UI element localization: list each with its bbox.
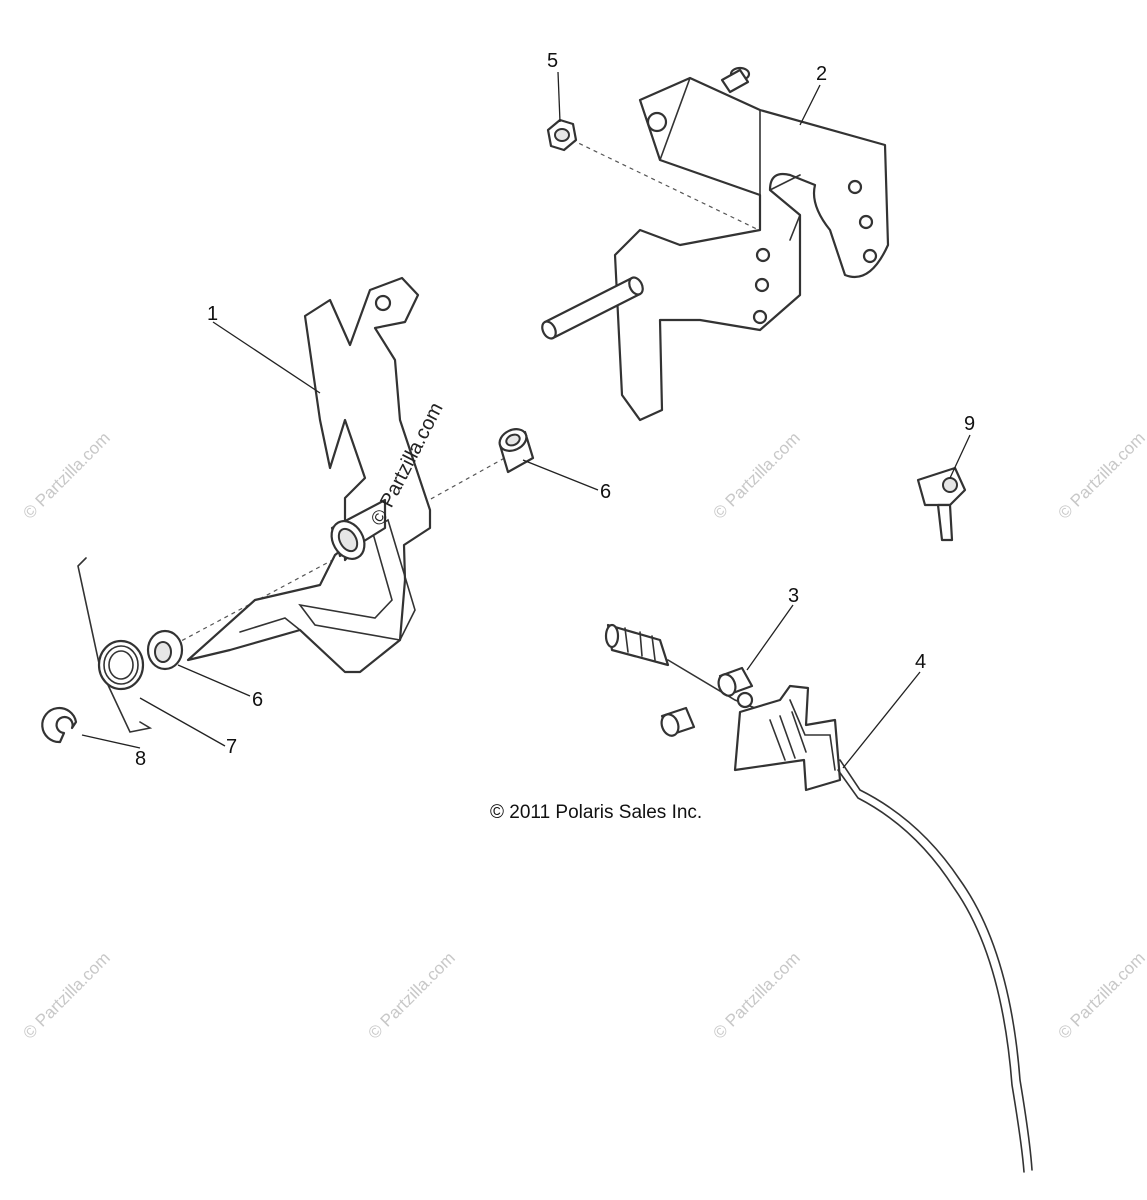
part-7-torsion-spring (77, 557, 153, 733)
callout-8: 8 (135, 748, 146, 770)
part-5-nut (546, 118, 578, 152)
part-1-pedal-lever (186, 276, 432, 674)
watermark: © Partzilla.com (19, 948, 113, 1042)
part-8-e-clip (41, 706, 78, 744)
watermark: © Partzilla.com (1054, 948, 1147, 1042)
callout-1: 1 (207, 303, 218, 325)
watermark: © Partzilla.com (364, 948, 458, 1042)
part-4-cable-assembly (604, 623, 1033, 1173)
watermark: © Partzilla.com (1054, 428, 1147, 522)
callouts: 1 2 3 4 5 6 6 7 8 9 (135, 50, 975, 770)
watermark-grid: © Partzilla.com © Partzilla.com © Partzi… (19, 428, 1147, 1042)
leader-lines (81, 71, 971, 769)
copyright-notice: © 2011 Polaris Sales Inc. (490, 802, 702, 823)
callout-6-upper: 6 (600, 481, 611, 503)
watermark: © Partzilla.com (709, 948, 803, 1042)
watermark: © Partzilla.com (709, 428, 803, 522)
callout-7: 7 (226, 736, 237, 758)
part-6-bushing-lower (146, 629, 184, 671)
part-6-bushing-upper (498, 428, 535, 474)
callout-6-lower: 6 (252, 689, 263, 711)
assembly-axes (167, 139, 791, 649)
callout-4: 4 (915, 651, 926, 673)
part-2-pedal-bracket (541, 66, 890, 422)
watermark: © Partzilla.com (19, 428, 113, 522)
callout-3: 3 (788, 585, 799, 607)
callout-2: 2 (816, 63, 827, 85)
part-3-pins (660, 666, 754, 737)
callout-5: 5 (547, 50, 558, 72)
part-9-clip (916, 466, 967, 542)
callout-9: 9 (964, 413, 975, 435)
